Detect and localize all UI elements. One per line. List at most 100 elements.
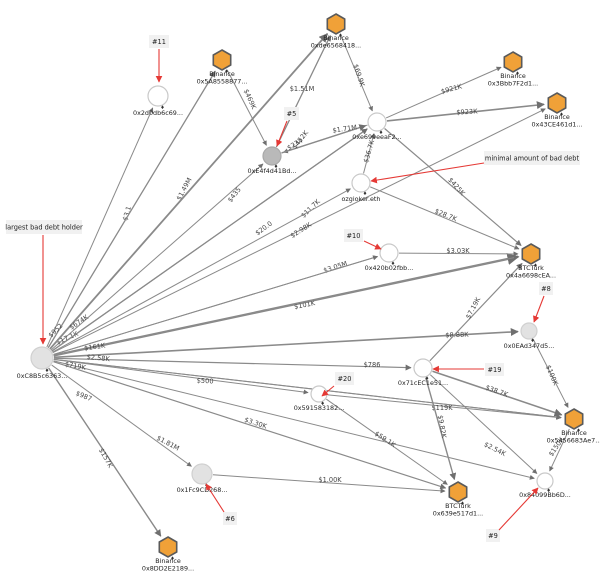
edge-hub-w9 xyxy=(53,360,535,480)
node-label: 0x4a6698cEA... xyxy=(506,272,556,280)
annotation-text: #11 xyxy=(152,38,166,46)
edge-hub-w6 xyxy=(51,364,192,467)
edge-w19-w9 xyxy=(429,374,538,474)
annotation-text: minimal amount of bad debt xyxy=(485,154,580,162)
edge-amount-label: $20.0 xyxy=(254,220,274,238)
node-binance_8d[interactable]: ♦Binance0x8DD2E2189... xyxy=(142,536,194,573)
edge-hub-w8 xyxy=(53,328,519,359)
edge-hub2-btcturk_4a xyxy=(384,128,522,246)
node-label: 0x8DD2E2189... xyxy=(142,565,194,573)
edge-amount-label: $921K xyxy=(440,82,463,95)
edge-amount-label: $719K xyxy=(64,360,87,372)
edge-hub-btcturk_4a xyxy=(53,255,519,356)
node-btcturk_63[interactable]: ♦BTCTurk0x639e517d1... xyxy=(433,481,483,518)
annotation-arrow xyxy=(363,240,382,250)
node-label: 0x2d0db6c69... xyxy=(133,109,183,117)
edge-hub-w10 xyxy=(53,255,378,356)
node-label: 0x591583182... xyxy=(294,404,345,412)
node-label: 0x5A8558877... xyxy=(197,78,248,86)
diamond-badge-icon: ♦ xyxy=(274,164,278,170)
node-ozgioker[interactable]: ♦ozgioker.eth xyxy=(342,173,381,203)
annotation-box xyxy=(344,229,363,242)
annotation-arrow xyxy=(205,483,225,513)
edge-hub-hub2 xyxy=(51,128,368,352)
annotation-n9: #9 xyxy=(486,487,539,542)
node-label: 0x639e517d1... xyxy=(433,510,483,518)
node-hub2[interactable]: ♦0xe699eeaF2... xyxy=(352,112,402,141)
edge-amount-label: $36.7K xyxy=(362,139,376,164)
annotation-box xyxy=(486,529,500,542)
edge-hub-w5 xyxy=(50,163,264,351)
node-label: Binance xyxy=(500,72,526,80)
node-w6[interactable]: ♦0x1Fc9CD268... xyxy=(177,463,228,494)
annotation-text: #6 xyxy=(225,515,235,523)
nodes-layer: ♦0xC8B5c6363...♦0x2d0db6c69...♦Binance0x… xyxy=(17,13,600,573)
edge-amount-label: $987 xyxy=(74,389,93,403)
annotation-box xyxy=(6,220,82,234)
annotation-box xyxy=(485,363,504,376)
edge-binance_de-hub2 xyxy=(339,33,373,112)
annotation-text: #19 xyxy=(488,366,502,374)
edge-hub-ozgioker xyxy=(52,188,351,353)
node-label: ozgioker.eth xyxy=(342,195,381,203)
annotation-text: largest bad debt holder xyxy=(5,223,83,231)
node-hub[interactable]: ♦0xC8B5c6363... xyxy=(17,346,68,380)
wallet-circle-icon xyxy=(262,146,282,166)
edge-amount-label: $435 xyxy=(226,186,243,204)
node-binance_56[interactable]: ♦Binance0x5456683Ae7... xyxy=(547,408,600,445)
annotations-layer: #11 #5 minimal amount of bad debt largest b… xyxy=(5,35,580,542)
exchange-hexagon-icon xyxy=(158,536,178,558)
annotation-box xyxy=(539,282,553,295)
node-binance_de[interactable]: ♦Binance0xde6568418... xyxy=(311,13,361,50)
diamond-badge-icon: ♦ xyxy=(391,261,395,267)
node-label: 0x84099Bb6D... xyxy=(519,491,571,499)
diamond-badge-icon: ♦ xyxy=(530,338,534,344)
diamond-badge-icon: ♦ xyxy=(160,105,164,111)
edge-w19-btcturk_4a xyxy=(429,263,523,362)
edge-hub-binance_43 xyxy=(52,108,546,354)
annotation-box xyxy=(149,35,169,48)
edge-w20-binance_56 xyxy=(327,394,562,420)
edge-amount-label: $69.9K xyxy=(352,63,367,88)
diamond-badge-icon: ♦ xyxy=(533,263,537,269)
edge-w10-btcturk_4a xyxy=(398,251,519,257)
node-w8[interactable]: ♦0x0EAd347d5... xyxy=(504,322,555,350)
edge-hub-binance_5a xyxy=(47,70,216,349)
annotation-arrow xyxy=(276,120,288,147)
wallet-circle-icon xyxy=(147,85,169,107)
edge-amount-label: $2.58K xyxy=(86,353,111,363)
node-w11[interactable]: ♦0x2d0db6c69... xyxy=(133,85,183,117)
node-label: 0x1Fc9CD268... xyxy=(177,486,228,494)
annotation-text: #8 xyxy=(541,285,551,293)
node-btcturk_4a[interactable]: ♦BTCTurk0x4a6698cEA... xyxy=(506,243,556,280)
node-label: 0xde6568418... xyxy=(311,42,361,50)
node-binance_43[interactable]: ♦Binance0x43CE461d1... xyxy=(532,92,583,129)
edge-binance_56-w9 xyxy=(549,428,570,472)
annotation-n20: #20 xyxy=(321,372,354,397)
edge-amount-label: $119K xyxy=(431,404,453,412)
node-w20[interactable]: ♦0x591583182... xyxy=(294,385,345,412)
diamond-badge-icon: ♦ xyxy=(515,71,519,77)
node-binance_3b[interactable]: ♦Binance0x3Bbb7F2d1... xyxy=(488,51,538,88)
node-label: 0x420b02fbb... xyxy=(365,264,414,272)
exchange-hexagon-icon xyxy=(448,481,468,503)
edge-hub-binance_56 xyxy=(53,358,562,420)
edge-hub-binance_de xyxy=(49,33,329,350)
node-label: 0x43CE461d1... xyxy=(532,121,583,129)
edge-hub2-binance_43 xyxy=(386,101,545,122)
node-w19[interactable]: ♦0x71cEC1e51... xyxy=(398,358,448,387)
edge-amount-label: $38.7K xyxy=(484,383,509,399)
node-binance_5a[interactable]: ♦Binance0x5A8558877... xyxy=(197,49,248,86)
node-w10[interactable]: ♦0x420b02fbb... xyxy=(365,243,414,272)
edge-amount-label: $1.00K xyxy=(318,476,342,484)
annotation-box xyxy=(284,107,299,120)
annotation-n5: #5 xyxy=(276,107,299,147)
node-label: 0xC8B5c6363... xyxy=(17,372,68,380)
exchange-hexagon-icon xyxy=(503,51,523,73)
edge-amount-label: $28.7K xyxy=(433,207,458,223)
node-w9[interactable]: ♦0x84099Bb6D... xyxy=(519,472,571,499)
node-w5[interactable]: ♦0xE4f4d41Bd... xyxy=(248,146,297,175)
edge-amount-label: $469K xyxy=(242,88,258,111)
wallet-circle-icon xyxy=(351,173,371,193)
